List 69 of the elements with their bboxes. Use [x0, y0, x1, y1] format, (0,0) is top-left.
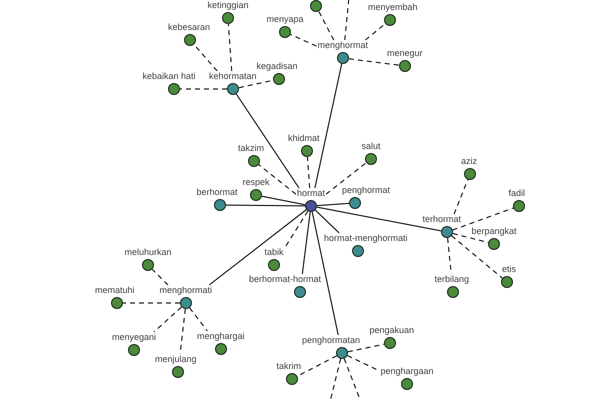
node-label: menegur [386, 48, 424, 59]
node-label: terbilang [434, 274, 470, 285]
dashed-connector-line [318, 10, 334, 40]
dashed-connector-line [326, 162, 367, 195]
dashed-connector-line [290, 34, 317, 47]
dashed-connector-line [364, 23, 386, 40]
connector-line [312, 211, 339, 336]
connector-line [314, 63, 342, 188]
node-label: kebesaran [167, 22, 212, 33]
node-label: ketinggian [206, 0, 250, 11]
node-label: berhormat-hormat [248, 274, 322, 285]
node-label: etis [501, 264, 518, 275]
connector-line [236, 94, 300, 188]
node-label: kebaikan hati [142, 71, 197, 82]
node-label: hormat [296, 188, 326, 199]
connector-line [226, 204, 306, 206]
node-label: tabik [264, 247, 285, 258]
node-label: menghormat [316, 40, 370, 51]
dashed-connector-line [153, 306, 182, 332]
dashed-connector-line [180, 308, 186, 354]
node-label: hormat-menghormati [323, 233, 409, 244]
dashed-connector-line [306, 156, 310, 188]
node-label: kegadisan [256, 61, 299, 72]
connector-line [208, 209, 307, 286]
dashed-connector-line [344, 358, 362, 400]
dashed-connector-line [344, 0, 350, 40]
dashed-connector-line [454, 179, 468, 214]
node-label: takrim [276, 361, 302, 372]
node-label: meluhurkan [124, 247, 173, 258]
node-label: menyembah [367, 2, 419, 13]
node-label: menyapa [266, 14, 305, 25]
connector-line [316, 202, 350, 206]
dashed-connector-line [347, 344, 385, 352]
node-label: aziz [460, 156, 478, 167]
dashed-connector-line [451, 235, 503, 279]
node-label: penghormat [341, 185, 392, 196]
node-label: menghargai [196, 331, 246, 342]
node-label: takzim [237, 143, 266, 154]
node-label: menjulang [154, 354, 198, 365]
connector-line [314, 210, 340, 234]
node-label: fadil [508, 188, 526, 199]
dashed-connector-line [284, 210, 308, 249]
node-label: pengakuan [368, 325, 416, 336]
dashed-connector-line [228, 24, 232, 72]
dashed-connector-line [194, 44, 218, 72]
dashed-connector-line [180, 88, 228, 90]
dashed-connector-line [189, 307, 208, 332]
node-label: respek [242, 177, 271, 188]
dashed-connector-line [122, 302, 180, 304]
connector-line [316, 206, 442, 232]
node-label: khidmat [287, 133, 321, 144]
node-label: salut [360, 141, 382, 152]
connector-line [302, 212, 311, 274]
node-label: mematuhi [94, 285, 136, 296]
dashed-connector-line [452, 208, 514, 230]
connector-line [261, 196, 306, 206]
node-label: menghormati [158, 285, 214, 296]
dashed-connector-line [330, 358, 342, 400]
node-label: penghargaan [380, 366, 435, 377]
node-label: terhormat [422, 214, 462, 225]
node-label: berpangkat [470, 226, 518, 237]
node-label: penghormatan [301, 335, 362, 346]
dashed-connector-line [348, 58, 400, 66]
node-label: menyegani [111, 332, 158, 343]
node-label: berhormat [196, 187, 239, 198]
dashed-connector-line [452, 233, 489, 243]
dashed-connector-line [152, 268, 168, 286]
dashed-connector-line [258, 164, 296, 195]
node-label: kehormatan [208, 71, 258, 82]
